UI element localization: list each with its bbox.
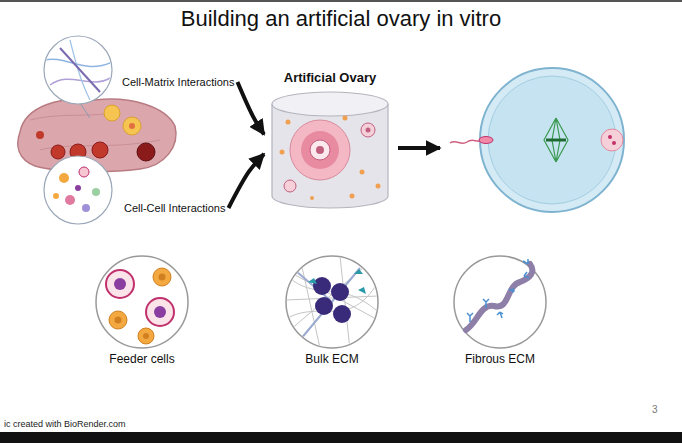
egg-cytoplasm <box>488 76 616 204</box>
feeder-dot <box>343 116 348 121</box>
sperm-tail <box>450 140 480 143</box>
fiber <box>50 78 110 85</box>
ecm-protein <box>315 297 333 315</box>
feeder-cell <box>153 268 171 286</box>
top-rule <box>0 0 682 2</box>
binding-site <box>308 269 366 294</box>
cell <box>82 204 90 212</box>
fibrous-ecm-inset: Fibrous ECM <box>440 254 560 370</box>
node-label: Bulk ECM <box>272 352 392 366</box>
scaffold-cylinder <box>272 104 388 208</box>
follicle <box>146 298 174 326</box>
polar-chromatin <box>608 135 612 139</box>
oocyte <box>310 140 330 160</box>
inset-label: Cell-Cell Interactions <box>124 202 225 214</box>
nucleus <box>143 333 149 339</box>
node-label: Artificial Ovary <box>264 70 396 85</box>
ecm-protein <box>313 277 331 295</box>
feeder-dot <box>376 184 381 189</box>
follicle <box>104 105 120 121</box>
polymer-mesh <box>286 256 378 350</box>
nucleus <box>366 128 371 133</box>
flow-arrow <box>237 82 264 134</box>
matrix-inset <box>44 36 112 104</box>
nucleus <box>154 306 166 318</box>
feeder-dot <box>350 194 355 199</box>
feeder-cell <box>138 328 154 344</box>
oocyte <box>129 123 135 129</box>
follicle <box>290 120 350 180</box>
nucleus <box>159 274 166 281</box>
follicle <box>51 145 65 159</box>
feeder-cells-inset: Feeder cells <box>82 254 202 370</box>
follicle <box>36 131 44 139</box>
fiber <box>60 48 100 92</box>
egg-zona <box>480 68 624 212</box>
scaffold-top <box>272 92 388 116</box>
fibrous-ecm-inset <box>454 256 546 348</box>
nucleus <box>114 278 126 290</box>
cell <box>92 188 100 196</box>
feeder-dot <box>280 150 285 155</box>
cell <box>53 193 59 199</box>
flow-arrow <box>228 154 264 208</box>
feeder-cell <box>109 311 127 329</box>
slide-title: Building an artificial ovary in vitro <box>0 6 682 32</box>
cell <box>79 167 89 177</box>
inset-leader <box>80 103 90 118</box>
node-label: Cell-Cell Interactions <box>124 202 225 214</box>
fiber <box>290 266 360 340</box>
cell-inset <box>44 156 112 224</box>
polar-body <box>601 129 623 151</box>
node-label: Cell-Matrix Interactions <box>122 76 234 88</box>
feeder-dot <box>360 170 365 175</box>
node-label: Fibrous ECM <box>440 352 560 366</box>
inset-label: Cell-Matrix Interactions <box>122 76 234 88</box>
artificial-ovary: Artificial Ovary <box>264 70 396 210</box>
sperm-head <box>479 137 493 144</box>
follicle <box>284 180 296 192</box>
cell <box>59 173 69 183</box>
ecm-protein <box>333 305 351 323</box>
follicle <box>123 117 141 135</box>
follicle <box>361 123 375 137</box>
result-arrow <box>398 146 440 150</box>
follicle <box>92 142 108 158</box>
follicle-antrum <box>301 131 339 169</box>
chromosomes <box>546 139 566 142</box>
page-number: 3 <box>652 404 658 415</box>
ovary-tissue <box>18 99 176 172</box>
footer-bar <box>0 432 682 443</box>
polar-chromatin <box>612 141 616 145</box>
feeder-dot <box>310 196 314 200</box>
fiber <box>45 59 112 66</box>
feeder-inset <box>96 256 188 348</box>
bulk-ecm-inset: Bulk ECM <box>272 254 392 370</box>
node-label: Feeder cells <box>82 352 202 366</box>
nucleus <box>115 317 122 324</box>
cell <box>65 195 75 205</box>
spindle <box>544 118 568 162</box>
corpus-luteum <box>137 143 155 161</box>
ecm-protein <box>331 283 349 301</box>
binding-ligand <box>467 259 529 322</box>
nucleus <box>316 146 324 154</box>
fiber <box>466 264 532 330</box>
feeder-dot <box>286 120 291 125</box>
credit-note: ic created with BioRender.com <box>4 419 126 429</box>
cell <box>75 185 81 191</box>
follicle <box>106 270 134 298</box>
